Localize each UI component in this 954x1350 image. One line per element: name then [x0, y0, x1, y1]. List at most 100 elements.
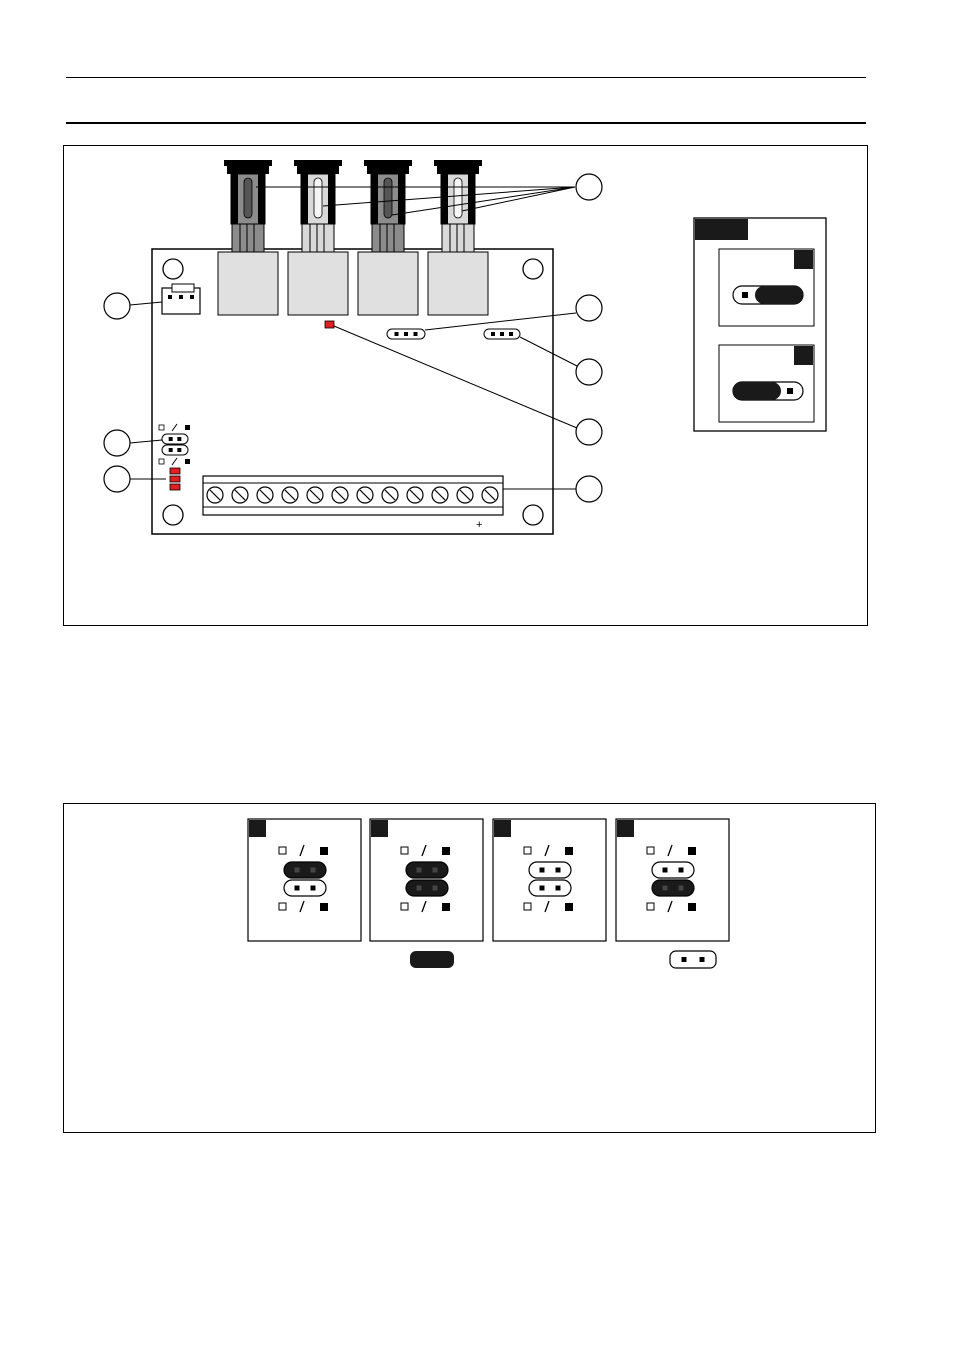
- header-pin: [177, 437, 182, 441]
- jumper-shunt-open-icon: [283, 879, 327, 897]
- callout-leader-line: [322, 186, 576, 207]
- slash-icon: [171, 423, 178, 432]
- slash-icon: [544, 900, 550, 913]
- header-pin: [168, 448, 173, 452]
- callout-circle-4: [575, 358, 603, 386]
- screw-terminal-icon: [306, 486, 324, 504]
- jumper-legend-open: [669, 950, 717, 969]
- inset-panel-tab: [794, 346, 813, 365]
- filled-square-icon: [320, 847, 328, 855]
- header-pin: [432, 867, 438, 873]
- open-square-icon: [400, 902, 409, 911]
- fiber-connector-side: [441, 174, 448, 224]
- jumper-housing: [161, 444, 189, 456]
- jumper-shunt-filled-icon: [651, 879, 695, 897]
- screw-terminal-icon: [206, 486, 224, 504]
- terminal-block: [202, 475, 504, 516]
- fiber-receptacle: [357, 251, 419, 316]
- callout-leader-line: [391, 186, 576, 216]
- header-pin: [662, 885, 668, 891]
- header-pin: [310, 885, 316, 891]
- mode-jumper-upper: [161, 433, 189, 445]
- jumper-shunt-filled-icon: [405, 861, 449, 879]
- mounting-hole-icon: [162, 258, 184, 280]
- mounting-hole-icon: [162, 504, 184, 526]
- header-pin: [678, 867, 684, 873]
- jumper-setting-panel-3: [492, 818, 607, 942]
- jumper-setting-panel-1: [247, 818, 362, 942]
- fiber-connector-side: [258, 174, 265, 224]
- screw-slot: [384, 489, 396, 501]
- screw-terminal-icon: [456, 486, 474, 504]
- filled-square-icon: [442, 847, 450, 855]
- callout-leader-line: [519, 336, 578, 367]
- callout-circle-5: [575, 418, 603, 446]
- mounting-hole-icon: [522, 258, 544, 280]
- slash-icon: [299, 844, 305, 857]
- callout-circle-3: [575, 294, 603, 322]
- filled-square-icon: [565, 847, 573, 855]
- power-header-latch: [171, 283, 195, 293]
- fiber-connector-boot: [371, 223, 405, 253]
- fiber-connector-side: [301, 174, 308, 224]
- fiber-connector-side: [231, 174, 238, 224]
- fiber-connector-cap: [364, 160, 412, 166]
- filled-square-icon: [320, 903, 328, 911]
- screw-terminal-icon: [356, 486, 374, 504]
- filled-square-icon: [185, 425, 190, 430]
- screw-terminal-icon: [231, 486, 249, 504]
- fiber-connector-cap: [434, 160, 482, 166]
- zone-led-icon: [169, 467, 181, 475]
- jumper-shunt-open-icon: [669, 950, 717, 969]
- callout-leader-line: [333, 325, 578, 429]
- open-square-icon: [400, 846, 409, 855]
- inset-panel-bottom: [718, 344, 815, 423]
- callout-circle-8: [575, 475, 603, 503]
- header-pin: [681, 957, 687, 962]
- fiber-connector-side: [328, 174, 335, 224]
- fiber-connector-cap: [224, 160, 272, 166]
- slash-icon: [421, 900, 427, 913]
- header-pin: [432, 885, 438, 891]
- jumper-shunt-open-icon: [651, 861, 695, 879]
- jumper-setting-panel-4: [615, 818, 730, 942]
- jumper-panel-tab: [371, 820, 388, 837]
- header-pin: [678, 885, 684, 891]
- open-square-icon: [646, 846, 655, 855]
- fiber-connector-side: [398, 174, 405, 224]
- slash-icon: [171, 457, 178, 466]
- screw-terminal-icon: [431, 486, 449, 504]
- header-pin: [555, 885, 561, 891]
- screw-slot: [334, 489, 346, 501]
- jumper-shunt-filled-icon: [405, 879, 449, 897]
- fiber-connector-side: [468, 174, 475, 224]
- fiber-receptacle: [217, 251, 279, 316]
- screw-terminal-icon: [281, 486, 299, 504]
- board-jumper-a: [386, 328, 426, 340]
- jumper-shunt-icon: [733, 382, 781, 400]
- open-square-icon: [278, 902, 287, 911]
- screw-slot: [209, 489, 221, 501]
- status-led-icon: [324, 320, 335, 329]
- callout-circle-7: [103, 465, 131, 493]
- header-pin: [787, 388, 793, 394]
- fiber-ferrule: [383, 177, 393, 219]
- fiber-ferrule: [313, 177, 323, 219]
- mode-jumper-lower: [161, 444, 189, 456]
- header-pin: [310, 867, 316, 873]
- jumper-shunt-icon: [755, 286, 803, 304]
- header-pin: [394, 332, 399, 336]
- header-pin: [294, 867, 300, 873]
- header-pin: [539, 867, 545, 873]
- open-square-icon: [158, 424, 165, 431]
- header-rule-thin: [66, 77, 866, 78]
- zone-led-icon: [169, 475, 181, 483]
- fiber-connector-side: [371, 174, 378, 224]
- fiber-optic-connector-1: [217, 160, 279, 316]
- fiber-receptacle: [427, 251, 489, 316]
- board-jumper-b: [483, 328, 521, 340]
- screw-terminal-icon: [256, 486, 274, 504]
- open-square-icon: [158, 458, 165, 465]
- fiber-connector-collar: [367, 166, 409, 174]
- open-square-icon: [523, 902, 532, 911]
